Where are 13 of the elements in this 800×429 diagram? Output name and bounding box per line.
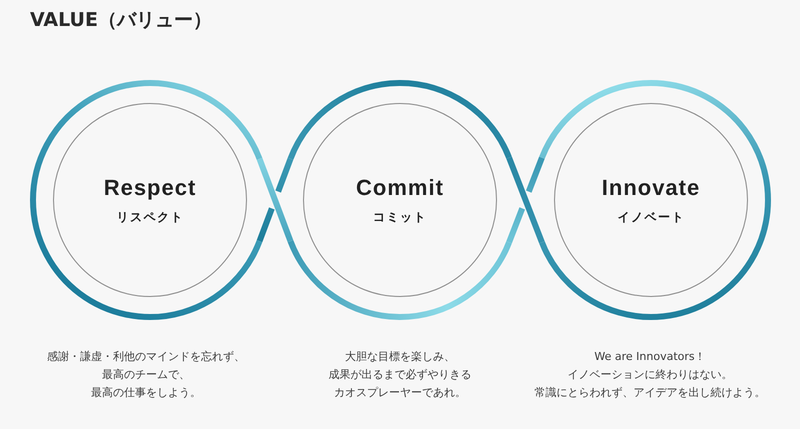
value-title: Innovate bbox=[602, 175, 700, 201]
value-description: 大胆な目標を楽しみ、成果が出るまで必ずやりきるカオスプレーヤーであれ。 bbox=[328, 349, 472, 401]
value-subtitle: リスペクト bbox=[116, 209, 184, 225]
value-subtitle: イノベート bbox=[617, 209, 685, 225]
value-description: We are Innovators！イノベーションに終わりはない。常識にとらわれず、アイデアを出し続けよう。 bbox=[534, 349, 766, 401]
value-circle bbox=[303, 103, 497, 297]
value-description: 感謝・謙虚・利他のマインドを忘れず、最高のチームで、最高の仕事をしよう。 bbox=[47, 349, 245, 401]
value-subtitle: コミット bbox=[373, 209, 427, 225]
value-title: Commit bbox=[356, 175, 444, 201]
value-title: Respect bbox=[104, 175, 196, 201]
page-title: VALUE（バリュー） bbox=[30, 8, 212, 33]
value-circle bbox=[554, 103, 748, 297]
value-circle bbox=[53, 103, 247, 297]
